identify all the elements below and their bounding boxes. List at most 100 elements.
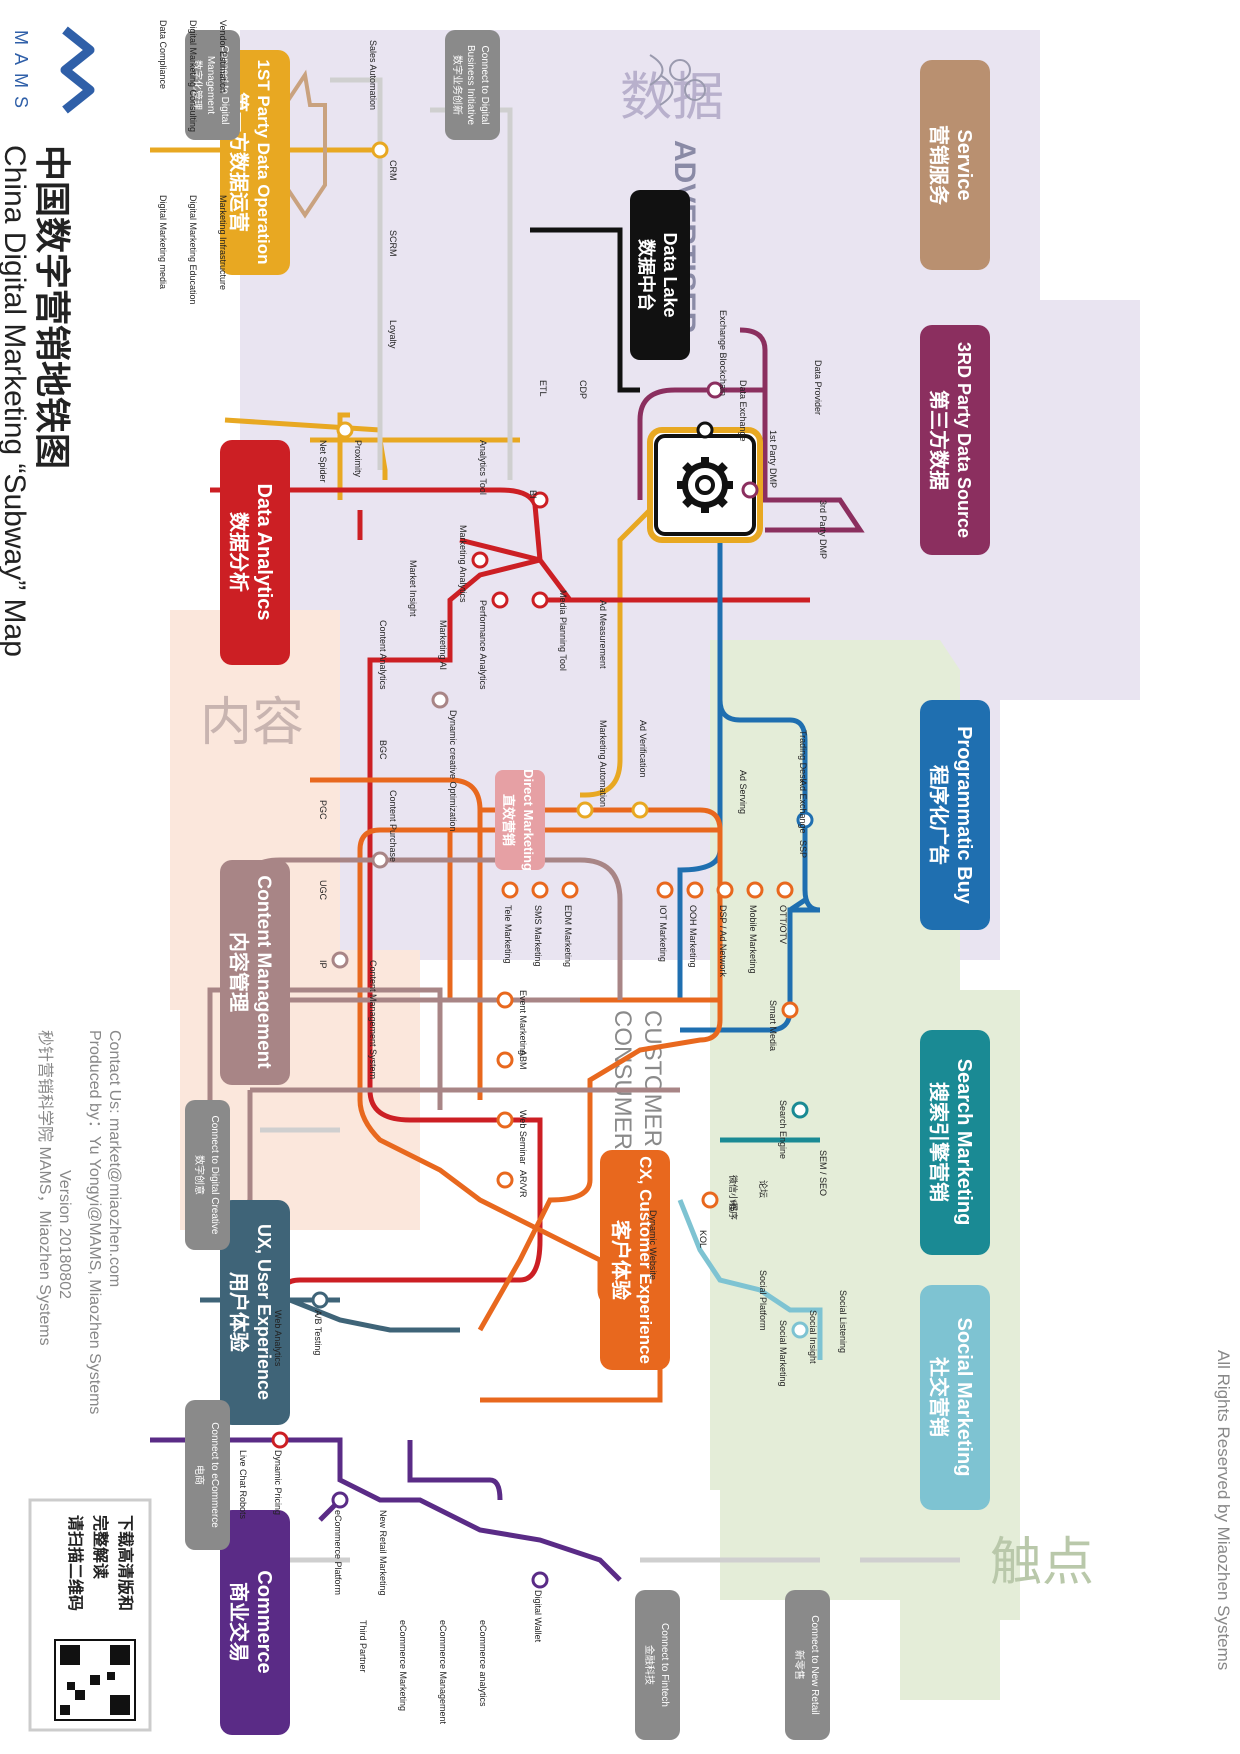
box-content-mgmt[interactable]: Content Management 内容管理 [220,860,290,1085]
zone-consumer-label-1: CUSTOMER / [639,1010,666,1161]
credit-line-1: 秒针营销科学院 MAMS，Miaozhen Systems [36,1030,54,1346]
station-event[interactable] [496,991,514,1009]
label-smart-media: Smart Media [768,1000,778,1051]
station-marketing-automation[interactable] [576,801,594,819]
qr-text-2: 完整解读 [91,1515,110,1579]
label-tele: Tele Marketing [503,905,513,964]
connector-fintech[interactable]: Connect to Fintech 金融科技 [635,1590,680,1740]
connector-ecommerce[interactable]: Connect to eCommerce 电商 [185,1400,230,1550]
box-data-analytics-cn: 数据分析 [227,512,251,592]
station-ooh[interactable] [686,881,704,899]
label-trading-desk: Trading Desk [798,730,808,784]
station-edm[interactable] [561,881,579,899]
label-analytics-tool: Analytics Tool [478,440,488,495]
box-data-analytics[interactable]: Data Analytics 数据分析 [220,440,290,665]
box-service-en: Service [953,129,975,200]
label-dsp: DSP / Ad Network [718,905,728,977]
label-forum: 论坛 [758,1180,769,1198]
label-ugc: UGC [318,880,328,901]
connector-digital-creative[interactable]: Connect to Digital Creative 数字创意 [185,1100,230,1250]
station-kol[interactable] [701,1191,719,1209]
box-direct[interactable]: Direct Marketing 直效营销 [495,769,545,871]
station-ab-testing[interactable] [311,1291,329,1309]
label-ooh: OOH Marketing [688,905,698,968]
box-third-party[interactable]: 3RD Party Data Source 第三方数据 [920,325,990,555]
station-data-exchange[interactable] [706,381,724,399]
zone-content-label: 内容 [200,694,304,752]
label-third-dmp: 3rd Party DMP [818,500,828,559]
label-dco: Dynamic creative Optimization [448,710,458,832]
connector-digital-mgmt[interactable]: Connect to Digital Management 数字化管理 [185,30,240,140]
station-tele[interactable] [501,881,519,899]
station-ott[interactable] [776,881,794,899]
zone-data-label: 数据 [620,69,724,127]
station-iot[interactable] [656,881,674,899]
connector-fintech-l1: Connect to Fintech [659,1623,670,1707]
box-cx[interactable]: CX, Customer Experience 客户体验 [600,1150,670,1370]
box-social[interactable]: Social Marketing 社交营销 [920,1285,990,1510]
station-digital-wallet[interactable] [531,1571,549,1589]
box-programmatic[interactable]: Programmatic Buy 程序化广告 [920,700,990,930]
label-edm: EDM Marketing [563,905,573,967]
label-net-spider: Net Spider [318,440,328,483]
label-social-marketing-tool: Social Marketing [778,1320,788,1387]
box-search[interactable]: Search Marketing 搜索引擎营销 [920,1030,990,1255]
zone-consumer-label-2: CONSUMER [609,1010,636,1150]
connector-digital-mgmt-l2: Management [205,56,216,115]
station-marketing-analytics[interactable] [471,551,489,569]
label-kol: KOL [698,1230,708,1248]
station-dco[interactable] [431,691,449,709]
station-dynamic-pricing[interactable] [271,1431,289,1449]
connector-business-initiative-l3: 数字业务创新 [451,55,464,115]
station-ip[interactable] [331,951,349,969]
station-proximity[interactable] [336,421,354,439]
station-sms[interactable] [531,881,549,899]
connector-new-retail[interactable]: Connect to New Retail 新零售 [785,1590,830,1740]
qr-code-icon [54,1639,136,1721]
box-commerce[interactable]: Commerce 商业交易 [220,1510,290,1735]
station-third-dmp[interactable] [741,481,759,499]
station-crm[interactable] [371,141,389,159]
box-direct-cn: 直效营销 [501,794,516,846]
station-mobile[interactable] [746,881,764,899]
label-ad-verification: Ad Verification [638,720,648,778]
connector-new-retail-l1: Connect to New Retail [809,1615,820,1715]
box-commerce-cn: 商业交易 [227,1582,251,1662]
box-data-analytics-en: Data Analytics [253,483,275,620]
line-data-analytics [210,487,810,1301]
station-smart-media[interactable] [781,1001,799,1019]
station-arvr[interactable] [496,1171,514,1189]
box-third-party-en: 3RD Party Data Source [954,342,974,538]
label-ad-serving: Ad Serving [738,770,748,814]
station-bi[interactable] [531,491,549,509]
station-cdp[interactable] [696,421,714,439]
box-ux[interactable]: UX, User Experience 用户体验 [220,1200,290,1425]
label-ecom-analytics: eCommerce analytics [478,1620,488,1707]
label-dynamic-pricing: Dynamic Pricing [273,1450,283,1515]
connector-new-retail-l2: 新零售 [793,1650,806,1680]
box-service[interactable]: Service 营销服务 [920,60,990,270]
station-media-planning[interactable] [531,591,549,609]
station-bgc[interactable] [371,851,389,869]
qr-block[interactable]: 下载高清版和 完整解读 请扫描二维码 [28,1498,152,1732]
connector-business-initiative[interactable]: Connect to Digital Business Initiative 数… [445,30,500,140]
station-labels: CRM Sales Automation SCRM Loyalty ETL CD… [238,40,848,1725]
box-direct-en: Direct Marketing [521,769,536,871]
station-ecom-platform[interactable] [331,1491,349,1509]
station-dsp[interactable] [716,881,734,899]
station-ad-verification[interactable] [631,801,649,819]
box-data-lake[interactable]: Data Lake 数据中台 [630,190,690,360]
box-data-lake-cn: 数据中台 [636,239,657,311]
label-dynamic-website: Dynamic Website [648,1210,658,1280]
label-sales-automation: Sales Automation [368,40,378,110]
station-web-seminar[interactable] [496,1111,514,1129]
station-social-platform[interactable] [791,1321,809,1339]
station-performance[interactable] [491,591,509,609]
station-search-engine[interactable] [791,1101,809,1119]
label-market-insight: Market Insight [408,560,418,617]
label-ad-measurement: Ad Measurement [598,600,608,669]
station-trading-desk[interactable] [796,811,814,829]
station-abm[interactable] [496,1051,514,1069]
label-mobile: Mobile Marketing [748,905,758,974]
